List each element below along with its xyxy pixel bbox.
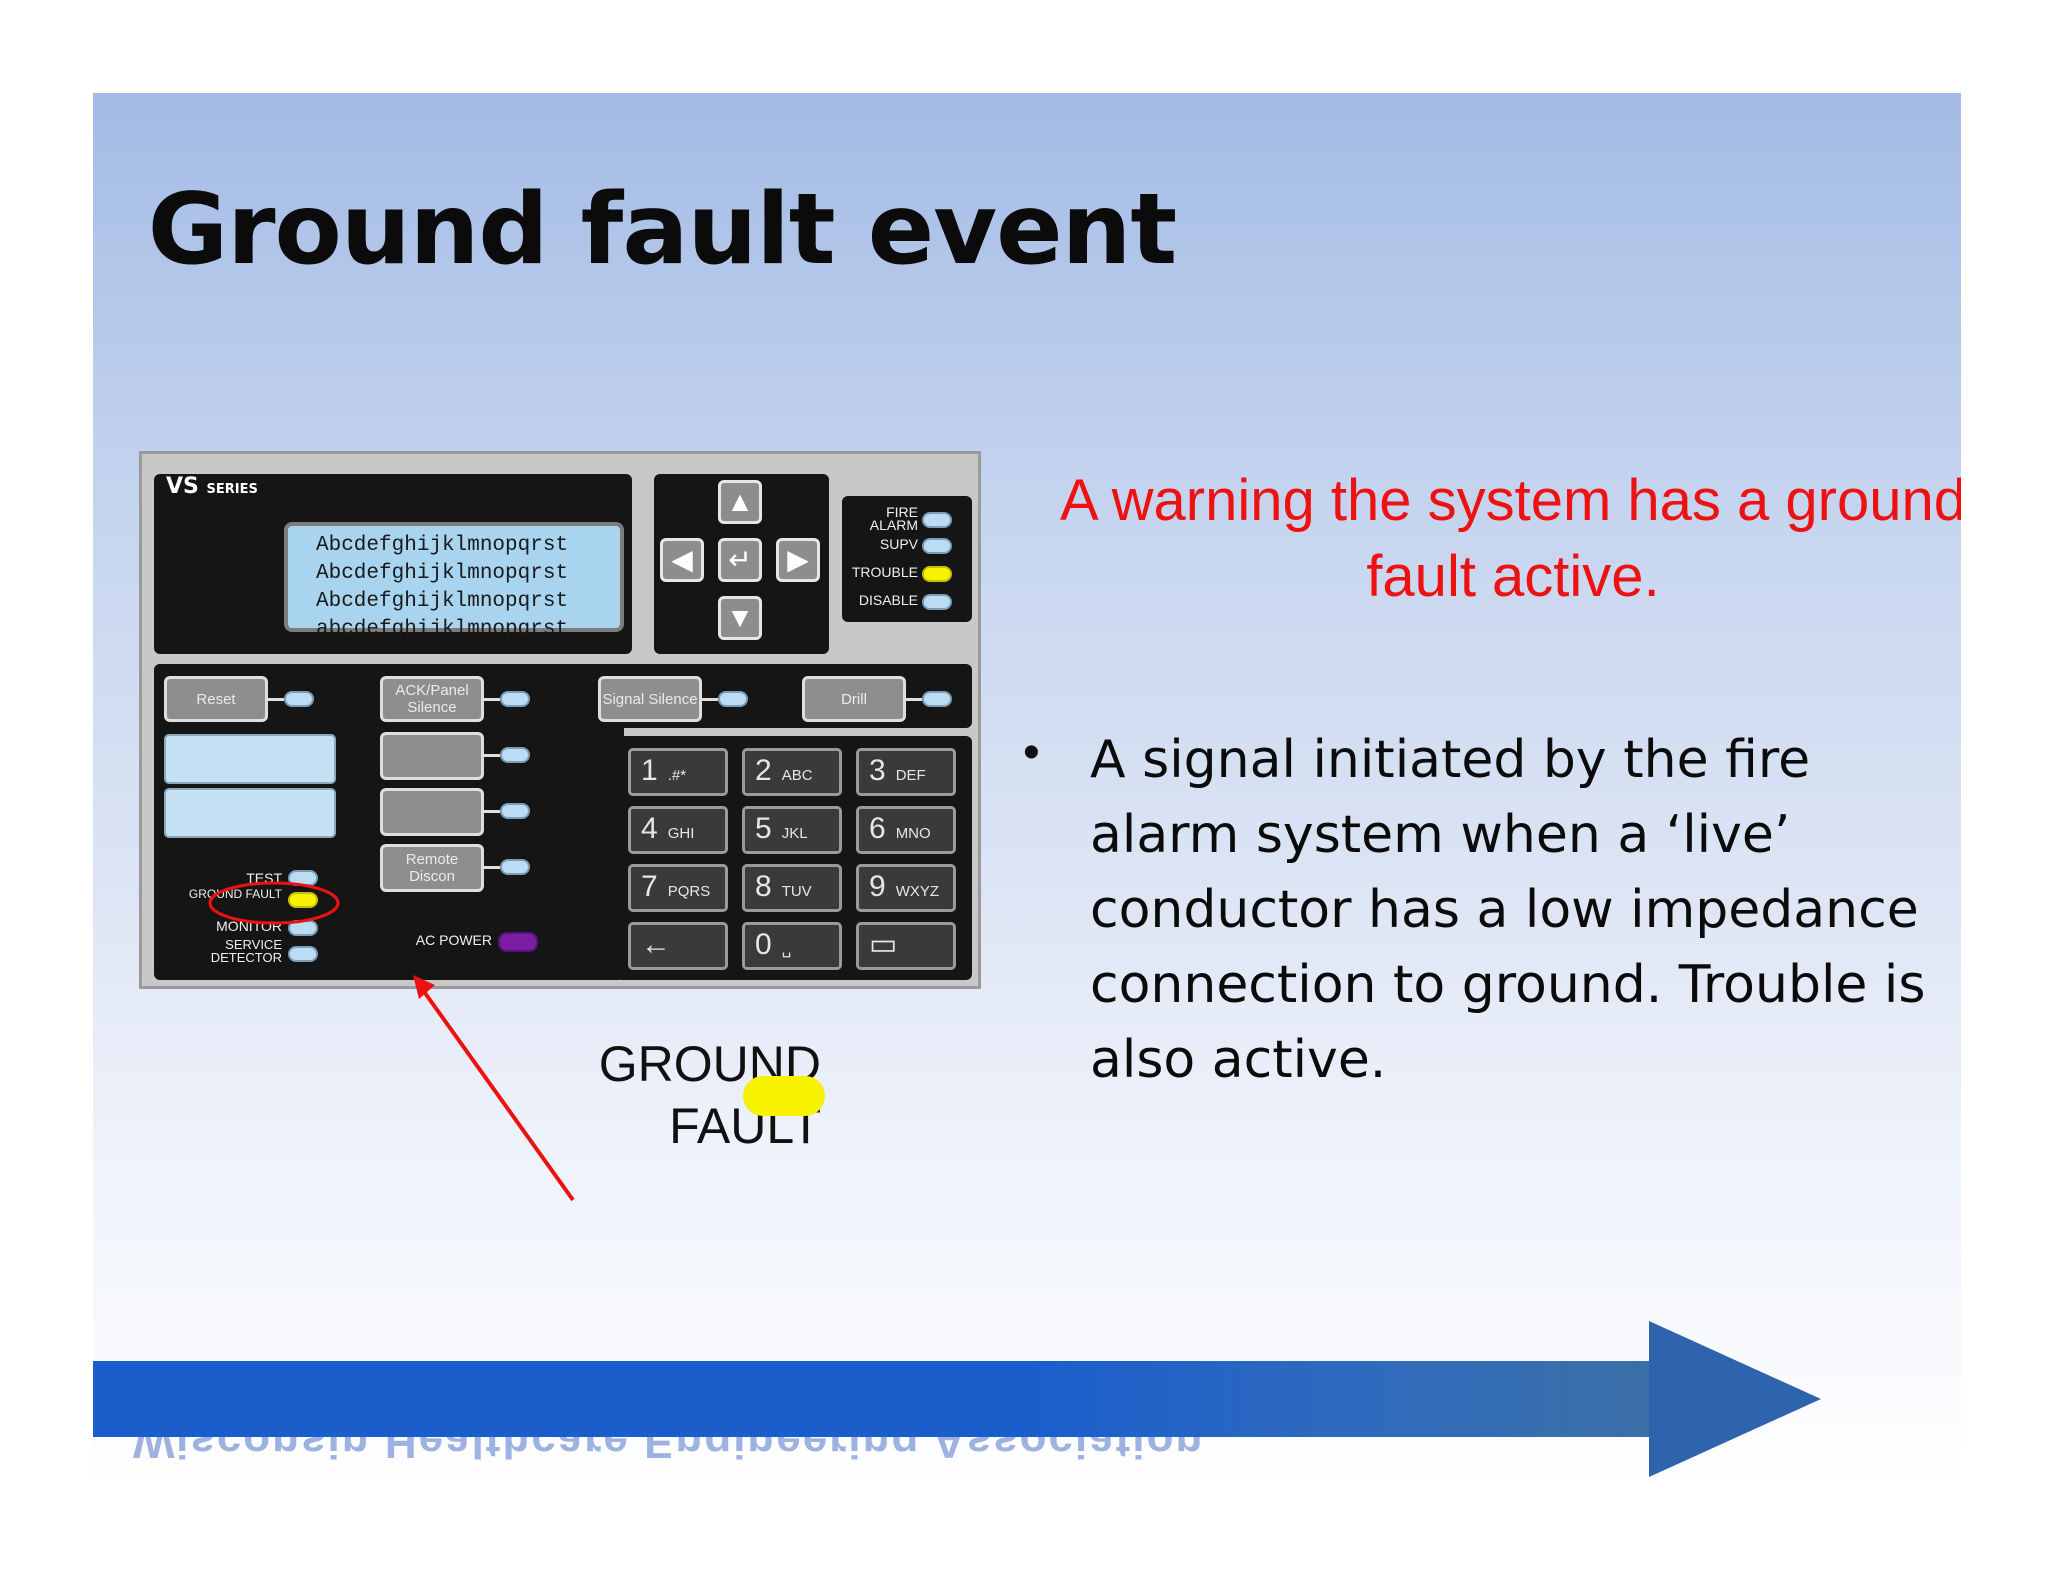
bullet-icon: • xyxy=(1023,726,1040,779)
lcd-line: abcdefghijklmnopqrst xyxy=(316,618,569,641)
right-arrow-button[interactable]: ▶ xyxy=(776,538,820,582)
remote-discon-button[interactable]: Remote Discon xyxy=(380,844,484,892)
ground-fault-led xyxy=(288,892,318,908)
footer-arrow-bar xyxy=(93,1361,1653,1437)
lcd-line: Abcdefghijklmnopqrst xyxy=(316,590,569,613)
lcd-line: Abcdefghijklmnopqrst xyxy=(316,562,569,585)
callout-arrow xyxy=(413,975,575,1202)
connector xyxy=(268,698,284,701)
highlight-ellipse xyxy=(208,881,340,925)
ac-power-led xyxy=(498,932,538,952)
drill-led xyxy=(922,691,952,707)
blank-slot xyxy=(164,788,336,838)
reset-led xyxy=(284,691,314,707)
lcd-display: Abcdefghijklmnopqrst Abcdefghijklmnopqrs… xyxy=(284,522,624,641)
reset-button[interactable]: Reset xyxy=(164,676,268,722)
trouble-label: TROUBLE xyxy=(851,564,918,580)
supv-label: SUPV xyxy=(879,536,918,552)
footer-arrow-head xyxy=(1649,1321,1821,1477)
keypad-key[interactable]: ▭ xyxy=(856,922,956,970)
enter-button[interactable]: ↵ xyxy=(718,538,762,582)
drill-button[interactable]: Drill xyxy=(802,676,906,722)
ack-led xyxy=(500,691,530,707)
bullet-text: A signal initiated by the fire alarm sys… xyxy=(1090,730,1926,1090)
left-arrow-button[interactable]: ◀ xyxy=(660,538,704,582)
keypad-key[interactable]: 1.#* xyxy=(628,748,728,796)
ground-fault-callout: GROUND FAULT xyxy=(501,1033,821,1157)
supv-led xyxy=(922,538,952,554)
blank-led xyxy=(500,803,530,819)
disable-led xyxy=(922,594,952,610)
connector xyxy=(702,698,718,701)
keypad-key[interactable]: 0␣ xyxy=(742,922,842,970)
ac-power-label: AC POWER xyxy=(415,932,492,948)
up-arrow-button[interactable]: ▲ xyxy=(718,480,762,524)
keypad-key[interactable]: ← xyxy=(628,922,728,970)
blank-button[interactable] xyxy=(380,788,484,836)
disable-label: DISABLE xyxy=(858,592,918,608)
signal-silence-button[interactable]: Signal Silence xyxy=(598,676,702,722)
ack-panel-silence-button[interactable]: ACK/Panel Silence xyxy=(380,676,484,722)
connector xyxy=(484,754,500,757)
trouble-led xyxy=(922,566,952,582)
signal-silence-led xyxy=(718,691,748,707)
remote-discon-led xyxy=(500,859,530,875)
connector xyxy=(484,698,500,701)
ground-fault-led-large xyxy=(743,1076,825,1116)
lcd-line: Abcdefghijklmnopqrst xyxy=(316,534,569,557)
blank-slot xyxy=(164,734,336,784)
connector xyxy=(906,698,922,701)
down-arrow-button[interactable]: ▼ xyxy=(718,596,762,640)
connector xyxy=(484,810,500,813)
brand-label: VS SERIES xyxy=(166,474,258,499)
connector xyxy=(484,866,500,869)
blank-button[interactable] xyxy=(380,732,484,780)
slide-title: Ground fault event xyxy=(147,173,1177,287)
blank-led xyxy=(500,747,530,763)
fire-alarm-panel: VS SERIES Abcdefghijklmnopqrst Abcdefghi… xyxy=(139,451,981,989)
fire-alarm-led xyxy=(922,512,952,528)
slide: Ground fault event VS SERIES Abcdefghijk… xyxy=(93,93,1961,1493)
service-detector-led xyxy=(288,946,318,962)
service-detector-label: SERVICE DETECTOR xyxy=(210,937,282,965)
warning-text: A warning the system has a ground fault … xyxy=(1060,468,1961,609)
